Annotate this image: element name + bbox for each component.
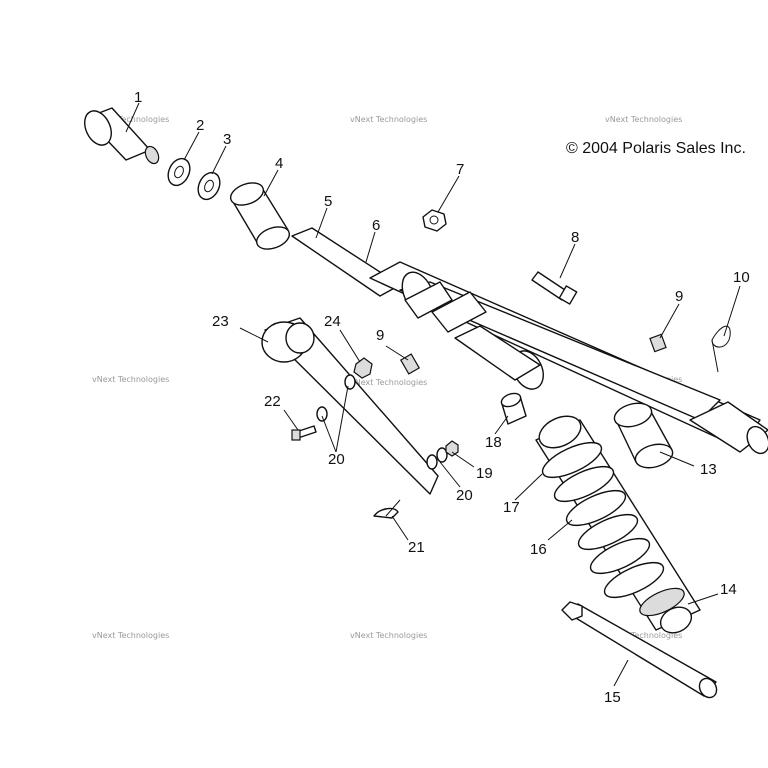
watermark: vNext Technologies [605,631,682,640]
watermark: vNext Technologies [92,115,169,124]
callout-16: 16 [530,541,547,558]
watermark: vNext Technologies [350,631,427,640]
part-20-washers [316,374,448,470]
part-18-spacer [500,392,527,425]
part-4-bushing [229,182,291,250]
part-23-arm [261,317,439,495]
callout-8: 8 [571,229,579,246]
callout-19: 19 [476,465,493,482]
part-1-bolt [84,107,160,165]
watermark: vNext Technologies [92,375,169,384]
part-19-nut [445,440,459,457]
callout-17: 17 [503,499,520,516]
callout-23: 23 [212,313,229,330]
callout-3: 3 [223,131,231,148]
part-13-bushing [613,402,674,469]
rear-arm-assembly [291,227,768,455]
part-3-washer [197,171,221,201]
part-2-washer [167,157,191,187]
part-21-bolt [373,499,401,519]
part-15-shaft [561,601,718,699]
part-9-fitting [649,333,667,353]
callout-1: 1 [134,89,142,106]
callout-7: 7 [456,161,464,178]
callout-20: 20 [456,487,473,504]
watermark: vNext Technologies [350,115,427,124]
part-7-nut [422,209,447,232]
part-8-bolt [531,271,578,305]
part-10-pin [711,325,731,373]
watermark: vNext Technologies [92,631,169,640]
callout-9-b: 9 [376,327,384,344]
callout-14: 14 [720,581,737,598]
part-24-nut [353,357,373,379]
leader-lines [125,102,741,687]
callout-5: 5 [324,193,332,210]
callout-9: 9 [675,288,683,305]
part-16-shock [535,415,701,634]
callout-2: 2 [196,117,204,134]
watermark: vNext Technologies [350,378,427,387]
callout-6: 6 [372,217,380,234]
callout-4: 4 [275,155,283,172]
part-9-fitting [399,353,421,375]
callout-20-b: 20 [328,451,345,468]
watermark: vNext Technologies [605,115,682,124]
callout-10: 10 [733,269,750,286]
callout-18: 18 [485,434,502,451]
callout-24: 24 [324,313,341,330]
copyright-text: © 2004 Polaris Sales Inc. [566,140,746,157]
part-22-bolt [291,425,317,441]
callout-22: 22 [264,393,281,410]
callout-13: 13 [700,461,717,478]
callout-labels: 1 2 3 4 5 6 7 8 9 9 10 13 14 15 16 17 18… [134,89,750,706]
callout-15: 15 [604,689,621,706]
callout-21: 21 [408,539,425,556]
